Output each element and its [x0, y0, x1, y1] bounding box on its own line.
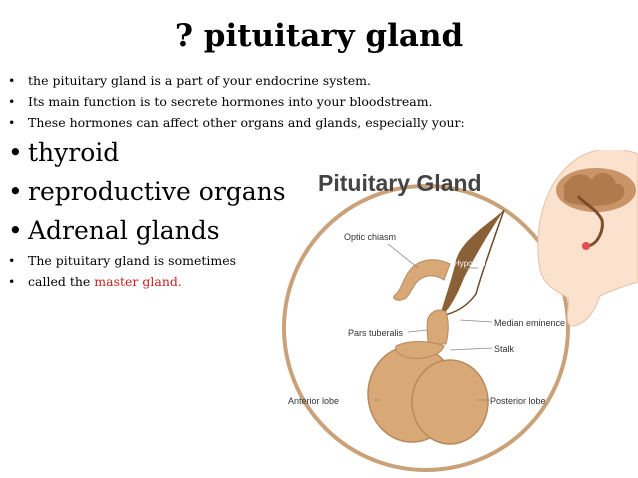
- master-gland-highlight: master gland.: [94, 274, 182, 289]
- diagram-circle: [282, 184, 570, 472]
- stalk-shape: [426, 309, 449, 345]
- bullet-list: the pituitary gland is a part of your en…: [8, 70, 465, 292]
- posterior-lobe-shape: [411, 359, 489, 445]
- label-posterior-lobe: Posterior lobe: [490, 396, 546, 406]
- bullet-item-highlight: Adrenal glands: [8, 211, 465, 250]
- bullet-item-highlight: reproductive organs: [8, 172, 465, 211]
- label-stalk: Stalk: [494, 344, 515, 354]
- bullet-text: called the: [28, 274, 95, 289]
- bullet-item: the pituitary gland is a part of your en…: [8, 70, 465, 91]
- hypothalamus-shape: [440, 210, 504, 316]
- head-icon: [537, 150, 638, 327]
- slide-title: ? pituitary gland: [174, 18, 464, 54]
- diagram-title: Pituitary Gland: [318, 170, 482, 196]
- pituitary-diagram: Pituitary Gland Optic chiasm Hypothalamu…: [282, 150, 638, 472]
- bullet-item: called the master gland.: [8, 271, 465, 292]
- label-optic-chiasm: Optic chiasm: [344, 232, 396, 242]
- bullet-item: Its main function is to secrete hormones…: [8, 91, 465, 112]
- optic-chiasm-shape: [393, 259, 451, 301]
- bullet-item-highlight: thyroid: [8, 133, 465, 172]
- label-hypothalamus: Hypothalamus: [454, 259, 505, 268]
- leader-lines: [374, 243, 493, 401]
- label-median-eminence: Median eminence: [494, 318, 565, 328]
- label-pars-tuberalis: Pars tuberalis: [348, 328, 404, 338]
- label-anterior-lobe: Anterior lobe: [288, 396, 339, 406]
- bullet-item: These hormones can affect other organs a…: [8, 112, 465, 133]
- bullet-item: The pituitary gland is sometimes: [8, 250, 465, 271]
